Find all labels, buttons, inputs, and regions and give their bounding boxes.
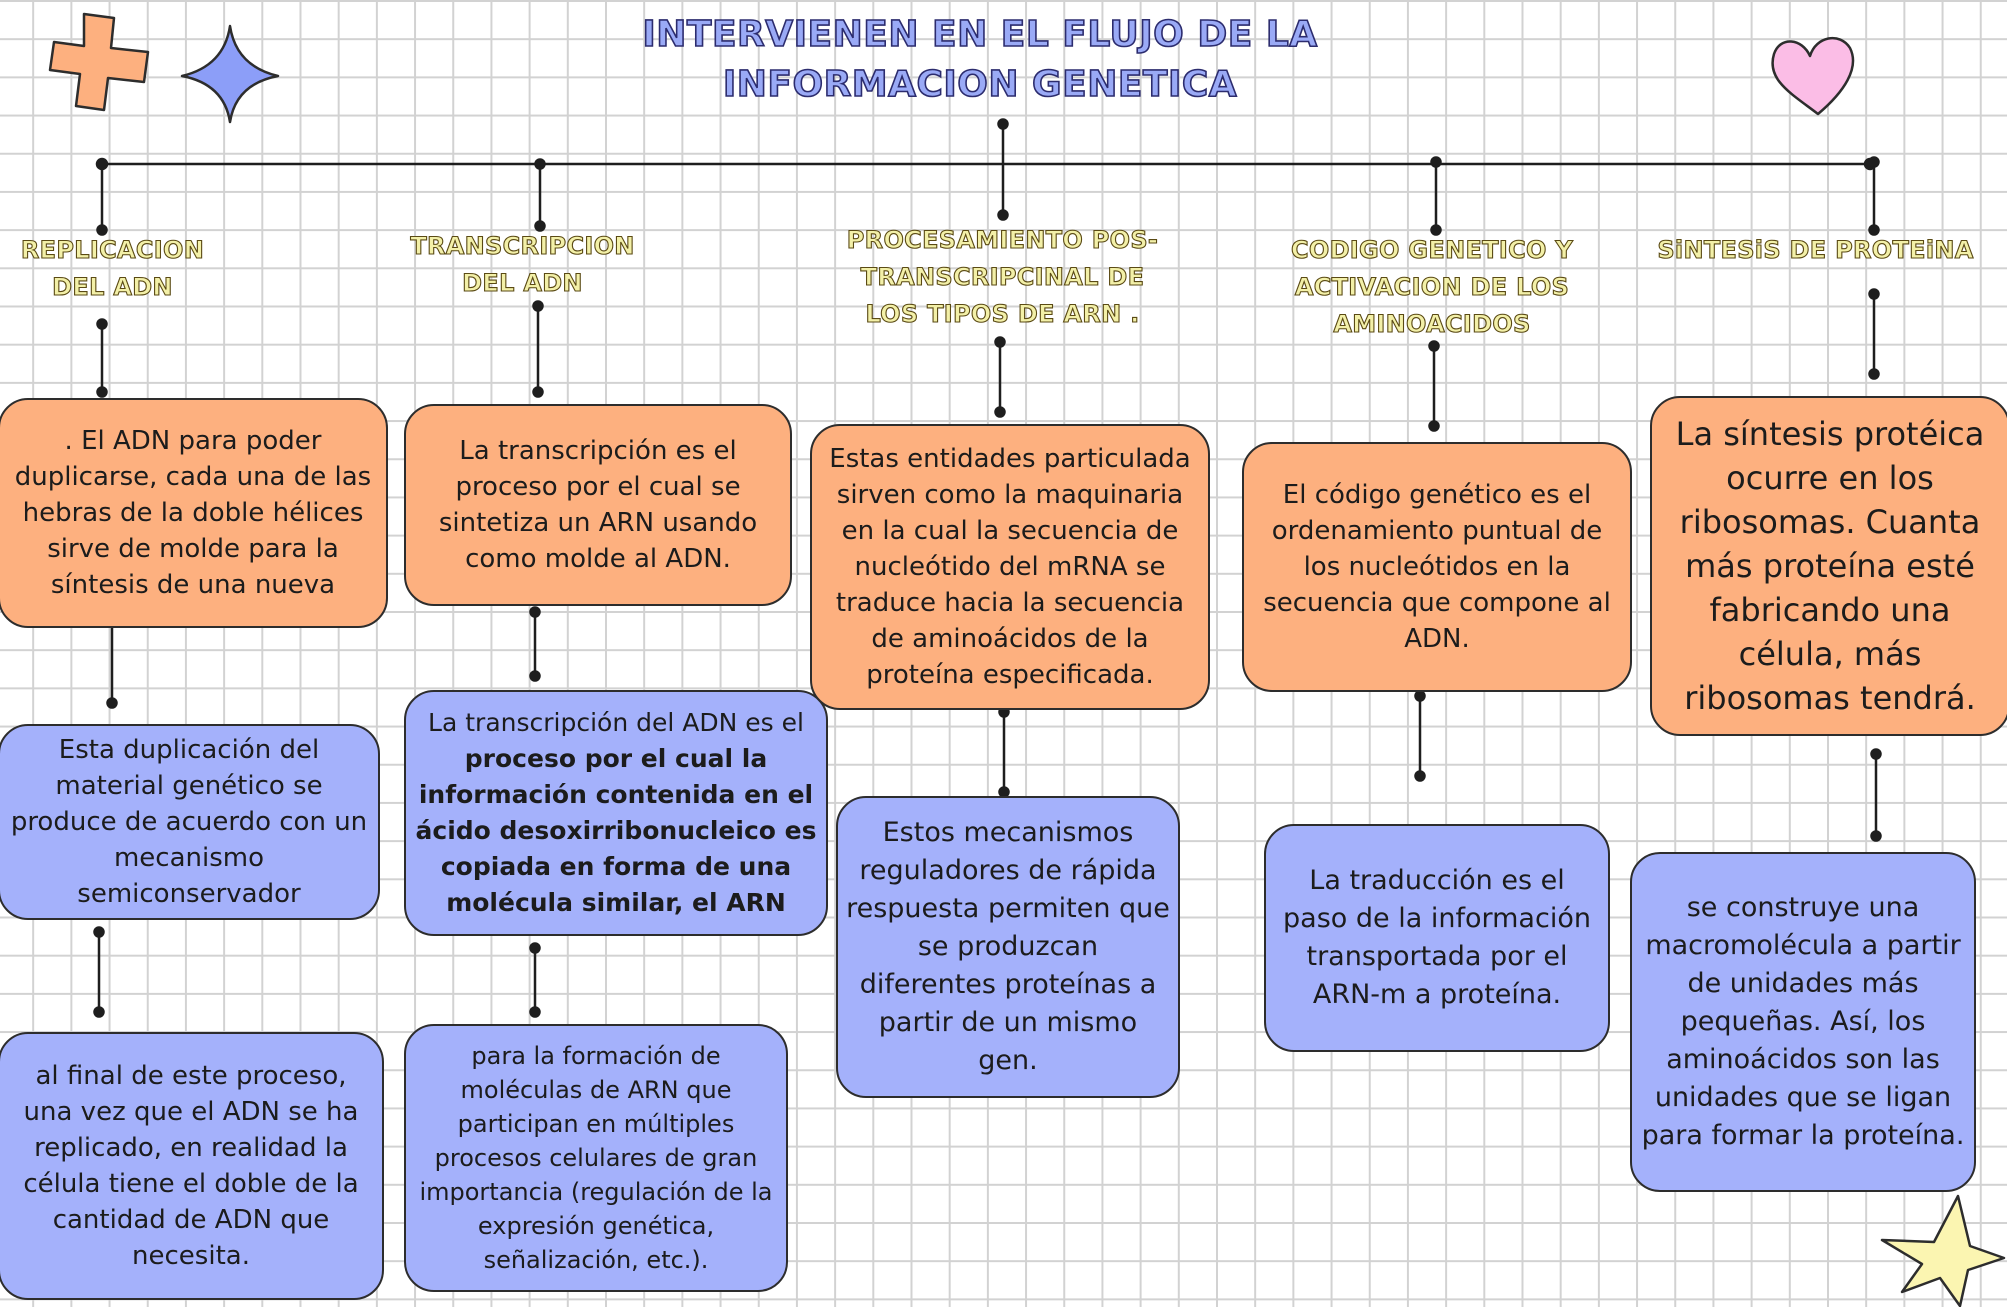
replicacion-box-1: . El ADN para poder duplicarse, cada una… [0, 398, 388, 628]
transcripcion-box-2: La transcripción del ADN es el proceso p… [404, 690, 828, 936]
sintesis-box-1: La síntesis protéica ocurre en los ribos… [1650, 396, 2007, 736]
replicacion-box-2: Esta duplicación del material genético s… [0, 724, 380, 920]
sintesis-box-1-text: La síntesis protéica ocurre en los ribos… [1675, 415, 1985, 717]
procesamiento-box-2: Estos mecanismos reguladores de rápida r… [836, 796, 1180, 1098]
heading-sintesis: SiNTESiS DE PROTEiNA [1657, 235, 1974, 264]
heading-procesamiento: PROCESAMIENTO POS-TRANSCRIPCINAL DE LOS … [846, 225, 1159, 328]
heading-transcripcion: TRANSCRIPCION DEL ADN [410, 231, 635, 297]
blue-star-icon [180, 24, 280, 124]
sintesis-box-2-text: se construye una macromolécula a partir … [1641, 892, 1965, 1151]
replicacion-box-3-text: al final de este proceso, una vez que el… [23, 1061, 359, 1271]
codigo-box-1: El código genético es el ordenamiento pu… [1242, 442, 1632, 692]
orange-cross-icon [48, 12, 150, 112]
codigo-box-2: La traducción es el paso de la informaci… [1264, 824, 1610, 1052]
procesamiento-box-1: Estas entidades particulada sirven como … [810, 424, 1210, 710]
page-title: INTERVIENEN EN EL FLUJO DE LA INFORMACIO… [642, 13, 1318, 106]
procesamiento-box-1-text: Estas entidades particulada sirven como … [829, 444, 1191, 690]
procesamiento-box-2-text: Estos mecanismos reguladores de rápida r… [846, 817, 1170, 1076]
replicacion-box-1-text: . El ADN para poder duplicarse, cada una… [14, 426, 372, 600]
heading-codigo: CODIGO GENETICO Y ACTIVACION DE LOS AMIN… [1290, 235, 1574, 338]
heading-replicacion: REPLICACION DEL ADN [20, 235, 205, 301]
transcripcion-box-3-text: para la formación de moléculas de ARN qu… [419, 1042, 773, 1274]
transcripcion-box-2-bold: proceso por el cual la información conte… [415, 744, 817, 917]
pink-heart-icon [1771, 36, 1855, 116]
replicacion-box-3: al final de este proceso, una vez que el… [0, 1032, 384, 1300]
transcripcion-box-2-intro: La transcripción del ADN es el [428, 708, 804, 737]
yellow-star-icon [1880, 1194, 2006, 1307]
codigo-box-1-text: El código genético es el ordenamiento pu… [1263, 480, 1611, 654]
transcripcion-box-1: La transcripción es el proceso por el cu… [404, 404, 792, 606]
transcripcion-box-3: para la formación de moléculas de ARN qu… [404, 1024, 788, 1292]
transcripcion-box-1-text: La transcripción es el proceso por el cu… [438, 436, 758, 574]
sintesis-box-2: se construye una macromolécula a partir … [1630, 852, 1976, 1192]
replicacion-box-2-text: Esta duplicación del material genético s… [10, 735, 368, 909]
codigo-box-2-text: La traducción es el paso de la informaci… [1283, 865, 1591, 1010]
